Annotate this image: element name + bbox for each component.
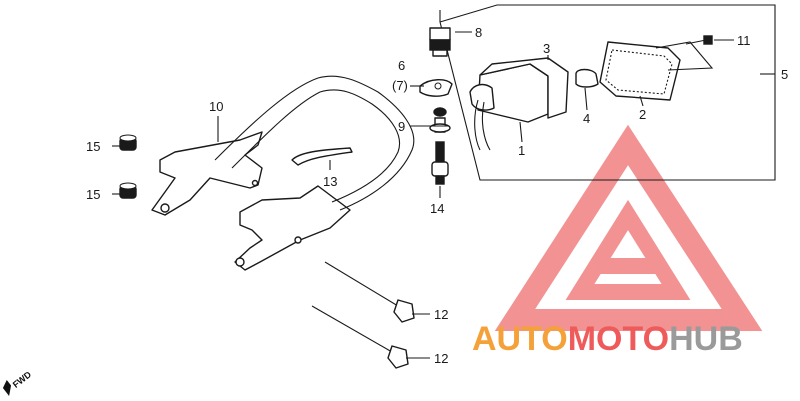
- callout-5: 5: [781, 67, 788, 82]
- callout-15-lower: 15: [86, 187, 100, 202]
- forward-direction-marker: FWD: [2, 369, 34, 396]
- lamp-housing-part-1: [469, 63, 549, 151]
- bulb-part-4: [575, 68, 599, 88]
- gasket-part-3: [479, 57, 569, 119]
- callout-10: 10: [209, 99, 223, 114]
- nut-part-15-upper: [119, 134, 137, 151]
- callout-7: (7): [392, 78, 408, 93]
- watermark-text-moto: MOTO: [568, 320, 669, 358]
- bolt-part-12-lower: [311, 305, 409, 369]
- watermark-logo: [494, 124, 763, 331]
- callout-15-upper: 15: [86, 139, 100, 154]
- grommet-part-8: [429, 27, 451, 57]
- forward-arrow-icon: [2, 379, 12, 396]
- leader-lines: [112, 31, 775, 359]
- callout-12-upper: 12: [434, 307, 448, 322]
- callout-13: 13: [323, 174, 337, 189]
- callout-6: 6: [398, 58, 405, 73]
- callout-3: 3: [543, 41, 550, 56]
- bolt-part-12-upper: [324, 261, 415, 323]
- callout-9: 9: [398, 119, 405, 134]
- callout-2: 2: [639, 107, 646, 122]
- callout-14: 14: [430, 201, 444, 216]
- fwd-label: FWD: [11, 369, 34, 390]
- collar-part-9: [429, 107, 451, 133]
- callout-1: 1: [518, 143, 525, 158]
- callout-4: 4: [583, 111, 590, 126]
- stud-part-14: [431, 141, 449, 185]
- band-part-13: [291, 147, 353, 166]
- callout-8: 8: [475, 25, 482, 40]
- watermark-text: AUTOMOTOHUB: [472, 320, 743, 358]
- callout-12-lower: 12: [434, 351, 448, 366]
- lens-part-2: [599, 41, 681, 101]
- callout-11: 11: [737, 33, 751, 48]
- screw-part-11: [685, 35, 713, 45]
- rear-bracket-part-10: [151, 75, 415, 271]
- nut-part-15-lower: [119, 182, 137, 199]
- watermark-text-auto: AUTO: [472, 320, 568, 358]
- watermark-text-hub: HUB: [669, 320, 743, 358]
- lamp-assembly-frame: [439, 4, 776, 181]
